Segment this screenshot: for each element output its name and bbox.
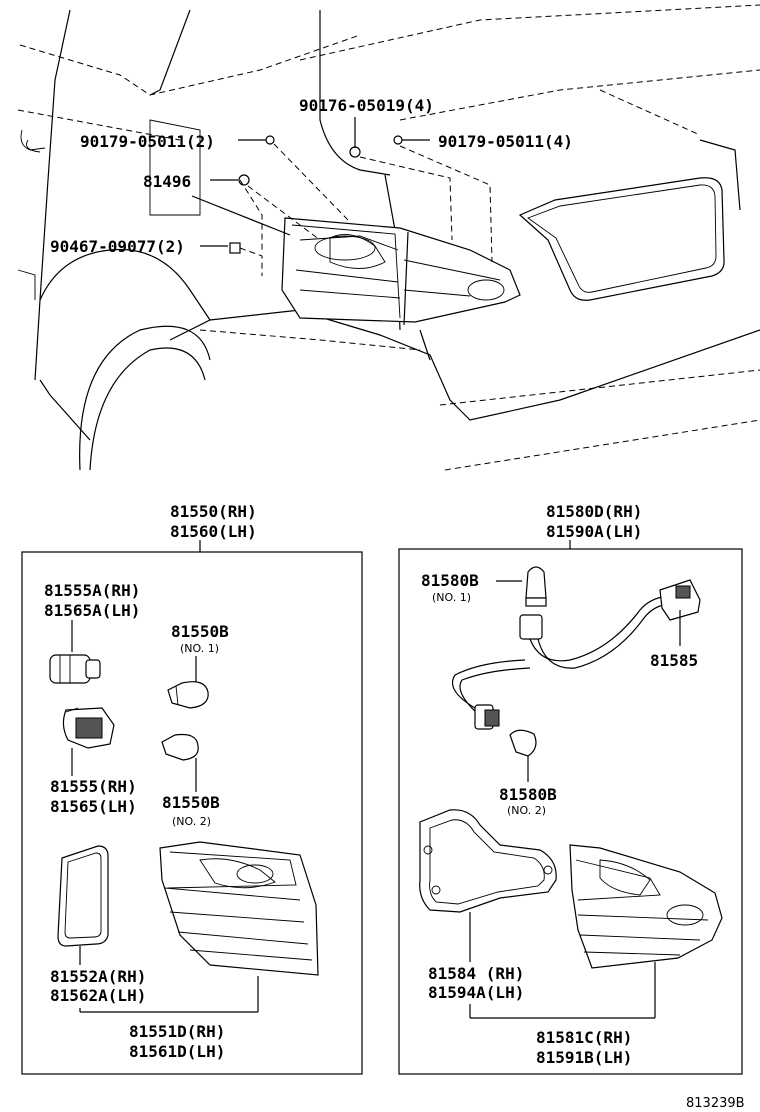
vehicle-body-illustration (17, 4, 760, 471)
right-header-rh: 81580D(RH) (546, 502, 642, 521)
label-81551D-rh: 81551D(RH) (129, 1022, 225, 1041)
right-parts-box (398, 548, 743, 1075)
label-81580B-no2-sub: (NO. 2) (507, 804, 546, 817)
label-81550B-no1: 81550B (171, 622, 229, 641)
lens-81551D (159, 841, 319, 976)
lens-81581C (569, 844, 723, 969)
top-leader-lines (191, 117, 493, 276)
callout-90467-09077: 90467-09077(2) (50, 237, 185, 256)
label-81565-lh: 81565(LH) (50, 797, 137, 816)
bulb-81550B-no1 (167, 681, 209, 709)
socket-81555A (49, 654, 101, 684)
label-81584-rh: 81584 (RH) (428, 964, 524, 983)
gasket-81552A (57, 845, 109, 947)
label-81580B-no2: 81580B (499, 785, 557, 804)
socket-81555 (62, 707, 115, 749)
label-81561D-lh: 81561D(LH) (129, 1042, 225, 1061)
label-81552A-rh: 81552A(RH) (50, 967, 146, 986)
left-header-lh: 81560(LH) (170, 522, 257, 541)
label-81555A-rh: 81555A(RH) (44, 581, 140, 600)
label-81581C-rh: 81581C(RH) (536, 1028, 632, 1047)
tail-lamp-assembly-installed (281, 217, 521, 326)
label-81562A-lh: 81562A(LH) (50, 986, 146, 1005)
left-header-rh: 81550(RH) (170, 502, 257, 521)
label-81565A-lh: 81565A(LH) (44, 601, 140, 620)
bulb-81550B-no2 (161, 733, 199, 761)
fasteners (229, 135, 403, 254)
label-81580B-no1: 81580B (421, 571, 479, 590)
label-81555-rh: 81555(RH) (50, 777, 137, 796)
label-81594A-lh: 81594A(LH) (428, 983, 524, 1002)
label-81550B-no2-sub: (NO. 2) (172, 815, 211, 828)
right-header-lh: 81590A(LH) (546, 522, 642, 541)
callout-90176-05019: 90176-05019(4) (299, 96, 434, 115)
label-81550B-no1-sub: (NO. 1) (180, 642, 219, 655)
callout-90179-05011-right: 90179-05011(4) (438, 132, 573, 151)
callout-90179-05011-left: 90179-05011(2) (80, 132, 215, 151)
callout-81496: 81496 (143, 172, 191, 191)
gasket-81584 (419, 809, 557, 913)
bulb-81580B-no2 (509, 729, 537, 757)
wire-harness (451, 579, 701, 730)
label-81591B-lh: 81591B(LH) (536, 1048, 632, 1067)
label-81580B-no1-sub: (NO. 1) (432, 591, 471, 604)
label-81585: 81585 (650, 651, 698, 670)
left-parts-box (21, 551, 363, 1075)
bulb-81580B-no1 (525, 566, 547, 607)
label-81550B-no2: 81550B (162, 793, 220, 812)
drawing-id: 813239B (686, 1096, 745, 1111)
